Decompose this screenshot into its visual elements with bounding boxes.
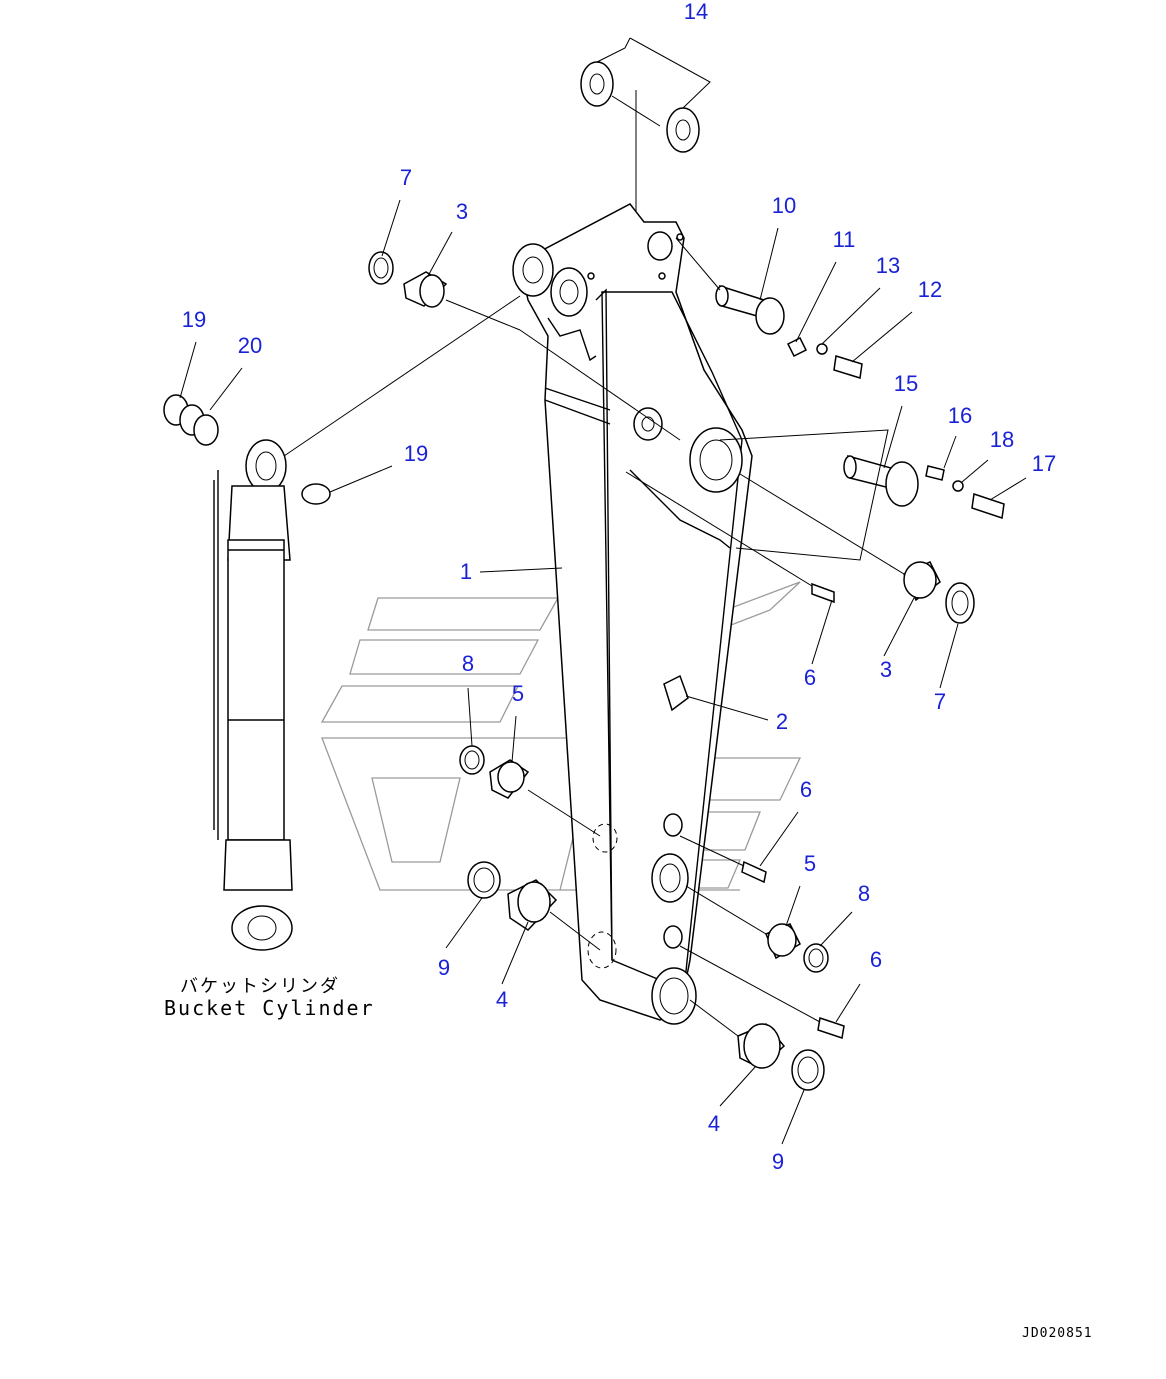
callout-8: 8 bbox=[461, 651, 475, 676]
caption-english: Bucket Cylinder bbox=[164, 996, 375, 1020]
callout-8: 8 bbox=[857, 881, 871, 906]
arm-body bbox=[512, 203, 753, 1025]
callout-11: 11 bbox=[832, 227, 856, 252]
callout-7: 7 bbox=[933, 689, 947, 714]
callout-5: 5 bbox=[803, 851, 817, 876]
callout-17: 17 bbox=[1031, 451, 1057, 476]
callout-9: 9 bbox=[771, 1149, 785, 1174]
callout-6: 6 bbox=[803, 665, 817, 690]
drawing-code: JD020851 bbox=[1022, 1326, 1093, 1341]
callout-9: 9 bbox=[437, 955, 451, 980]
bucket-cylinder bbox=[163, 295, 521, 951]
callout-2: 2 bbox=[775, 709, 789, 734]
callout-19: 19 bbox=[403, 441, 429, 466]
grease-fittings bbox=[625, 471, 845, 1039]
callout-18: 18 bbox=[989, 427, 1015, 452]
pin-15-hardware bbox=[719, 429, 1005, 561]
callout-5: 5 bbox=[511, 681, 525, 706]
callout-12: 12 bbox=[917, 277, 943, 302]
leader-lines bbox=[179, 199, 1027, 1145]
callout-20: 20 bbox=[237, 333, 263, 358]
callout-15: 15 bbox=[893, 371, 919, 396]
washer-14-group bbox=[580, 37, 711, 214]
callout-10: 10 bbox=[771, 193, 797, 218]
callout-3: 3 bbox=[455, 199, 469, 224]
callout-16: 16 bbox=[947, 403, 973, 428]
callout-7: 7 bbox=[399, 165, 413, 190]
upper-bushings bbox=[368, 251, 681, 441]
right-upper-bushings bbox=[739, 473, 975, 624]
callout-14: 14 bbox=[683, 0, 709, 24]
left-lower-bushings bbox=[459, 745, 601, 951]
pin-10-hardware bbox=[675, 237, 863, 379]
callout-1: 1 bbox=[459, 559, 473, 584]
callout-3: 3 bbox=[879, 657, 893, 682]
callout-13: 13 bbox=[875, 253, 901, 278]
callout-4: 4 bbox=[495, 987, 509, 1012]
callout-6: 6 bbox=[869, 947, 883, 972]
callout-6: 6 bbox=[799, 777, 813, 802]
callout-4: 4 bbox=[707, 1111, 721, 1136]
callout-19: 19 bbox=[181, 307, 207, 332]
caption-japanese: バケットシリンダ bbox=[180, 976, 340, 997]
right-lower-bushings bbox=[685, 885, 829, 1091]
